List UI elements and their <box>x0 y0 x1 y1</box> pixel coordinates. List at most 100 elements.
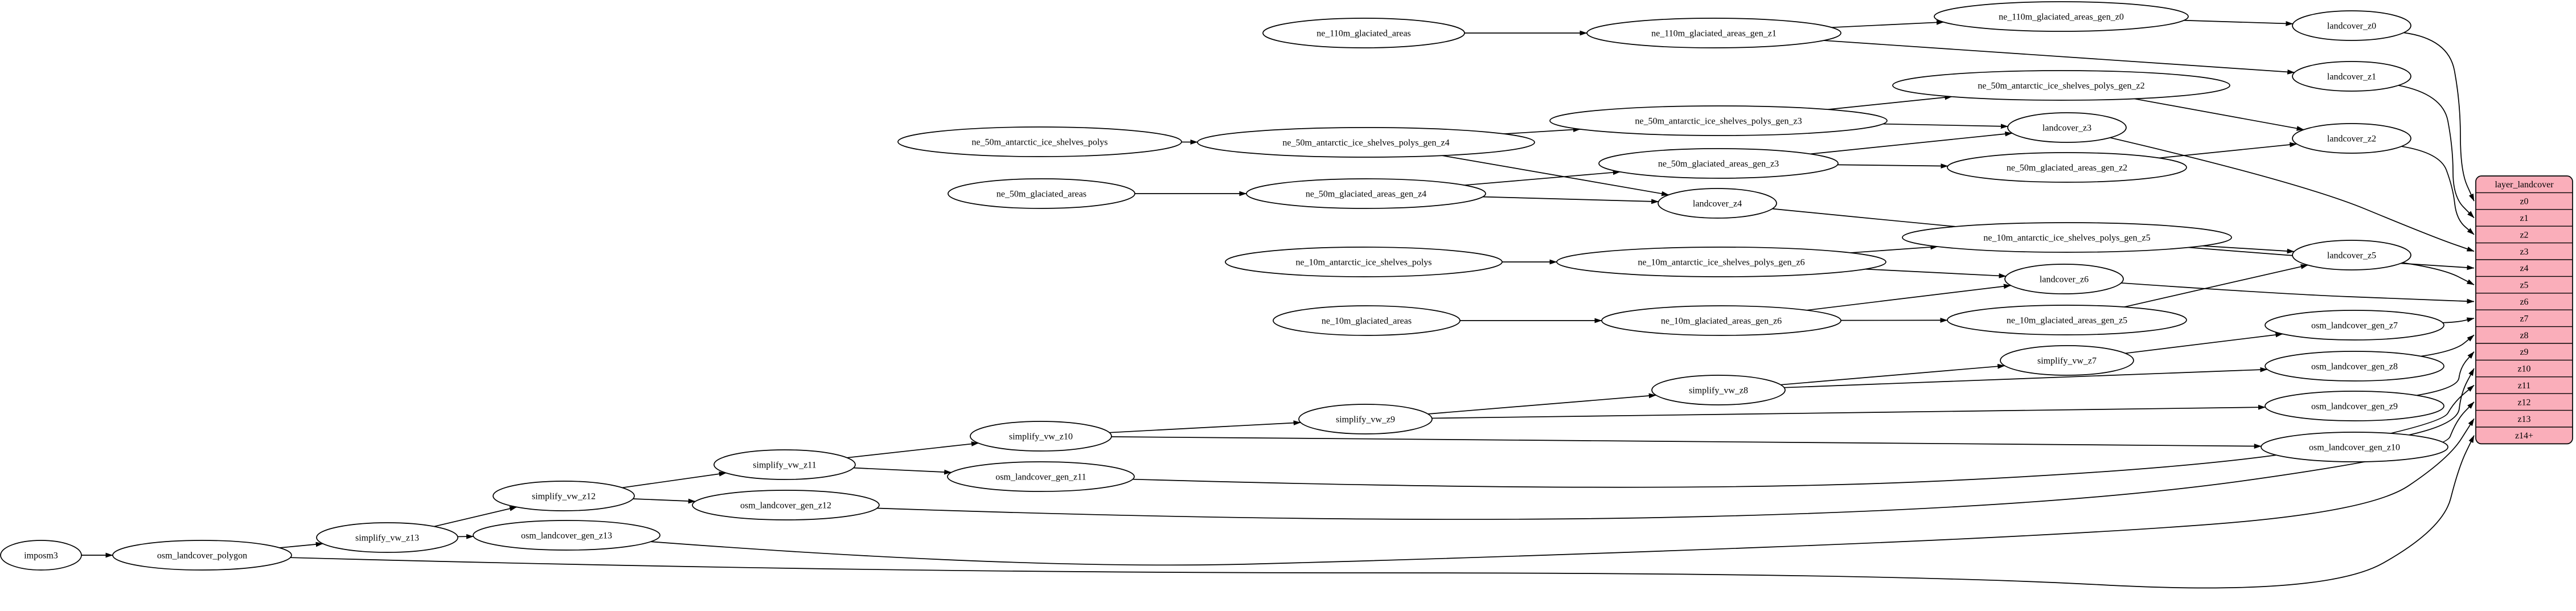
edge-landcover_z3-to-row-z3 <box>2110 137 2475 252</box>
node-ne_110m_glaciated_areas_gen_z1: ne_110m_glaciated_areas_gen_z1 <box>1586 18 1841 48</box>
edge-simplify_vw_z10-to-osm_landcover_gen_z10 <box>1111 436 2262 449</box>
table-row-z0: z0 <box>2520 197 2528 207</box>
edge-ne_50m_antarctic_ice_shelves_polys_gen_z2-to-landcover_z2 <box>2134 98 2304 131</box>
node-label-simplify_vw_z11: simplify_vw_z11 <box>753 461 816 470</box>
edge-ne_50m_glaciated_areas_gen_z2-to-landcover_z2 <box>2159 142 2298 159</box>
node-label-ne_110m_glaciated_areas_gen_z0: ne_110m_glaciated_areas_gen_z0 <box>1999 13 2124 22</box>
node-label-ne_50m_antarctic_ice_shelves_polys_gen_z3: ne_50m_antarctic_ice_shelves_polys_gen_z… <box>1635 117 1802 126</box>
node-simplify_vw_z11: simplify_vw_z11 <box>713 449 856 480</box>
node-ellipse-simplify_vw_z13 <box>316 522 458 553</box>
node-osm_landcover_gen_z11: osm_landcover_gen_z11 <box>947 461 1135 492</box>
edge-ne_50m_antarctic_ice_shelves_polys_gen_z3-to-landcover_z3 <box>1882 123 2008 129</box>
node-label-ne_10m_glaciated_areas_gen_z6: ne_10m_glaciated_areas_gen_z6 <box>1661 317 1782 326</box>
node-label-osm_landcover_polygon: osm_landcover_polygon <box>157 551 247 561</box>
table-row-z4: z4 <box>2520 264 2528 273</box>
node-ellipse-simplify_vw_z8 <box>1651 375 1786 405</box>
node-ellipse-ne_50m_antarctic_ice_shelves_polys_gen_z3 <box>1549 105 1888 136</box>
edge-simplify_vw_z10-to-simplify_vw_z9 <box>1109 420 1301 433</box>
node-label-simplify_vw_z7: simplify_vw_z7 <box>2037 356 2097 366</box>
edge-osm_landcover_gen_z11-to-row-z11 <box>1133 384 2475 488</box>
edge-landcover_z1-to-row-z1 <box>2398 85 2475 219</box>
edge-osm_landcover_gen_z9-to-row-z9 <box>2416 351 2475 396</box>
node-label-landcover_z6: landcover_z6 <box>2040 275 2089 285</box>
edges-layer <box>81 19 2475 589</box>
node-label-landcover_z0: landcover_z0 <box>2327 22 2376 31</box>
node-ne_110m_glaciated_areas_gen_z0: ne_110m_glaciated_areas_gen_z0 <box>1934 1 2189 32</box>
node-label-ne_50m_antarctic_ice_shelves_polys: ne_50m_antarctic_ice_shelves_polys <box>971 138 1107 147</box>
table-row-z1: z1 <box>2520 214 2528 223</box>
table-row-z14+: z14+ <box>2515 431 2533 441</box>
node-label-ne_10m_antarctic_ice_shelves_polys_gen_z6: ne_10m_antarctic_ice_shelves_polys_gen_z… <box>1638 258 1804 268</box>
node-label-ne_50m_glaciated_areas_gen_z2: ne_50m_glaciated_areas_gen_z2 <box>2007 163 2127 173</box>
node-ellipse-landcover_z1 <box>2292 61 2411 92</box>
node-osm_landcover_gen_z7: osm_landcover_gen_z7 <box>2265 310 2444 341</box>
node-label-landcover_z3: landcover_z3 <box>2042 124 2091 133</box>
node-ne_10m_glaciated_areas_gen_z5: ne_10m_glaciated_areas_gen_z5 <box>1947 305 2187 335</box>
edge-landcover_z5-to-row-z5 <box>2402 262 2475 285</box>
table-row-z8: z8 <box>2520 331 2528 341</box>
node-ellipse-landcover_z3 <box>2007 112 2127 143</box>
edge-osm_landcover_gen_z13-to-row-z13 <box>650 418 2475 566</box>
node-landcover_z6: landcover_z6 <box>2004 264 2124 294</box>
node-label-ne_50m_glaciated_areas: ne_50m_glaciated_areas <box>996 190 1086 199</box>
node-ellipse-ne_10m_glaciated_areas_gen_z6 <box>1601 305 1841 336</box>
edge-simplify_vw_z13-to-simplify_vw_z12 <box>434 506 518 527</box>
node-ne_50m_glaciated_areas_gen_z2: ne_50m_glaciated_areas_gen_z2 <box>1947 152 2187 183</box>
node-ellipse-ne_10m_antarctic_ice_shelves_polys <box>1225 247 1503 277</box>
node-label-ne_50m_antarctic_ice_shelves_polys_gen_z4: ne_50m_antarctic_ice_shelves_polys_gen_z… <box>1282 138 1449 148</box>
node-label-ne_10m_antarctic_ice_shelves_polys: ne_10m_antarctic_ice_shelves_polys <box>1295 258 1431 268</box>
node-label-ne_110m_glaciated_areas_gen_z1: ne_110m_glaciated_areas_gen_z1 <box>1651 29 1777 39</box>
edge-simplify_vw_z12-to-osm_landcover_gen_z12 <box>633 498 696 504</box>
table-layer-landcover: layer_landcoverz0z1z2z3z4z5z6z7z8z9z10z1… <box>2475 175 2573 445</box>
node-osm_landcover_polygon: osm_landcover_polygon <box>112 540 292 571</box>
node-ellipse-simplify_vw_z10 <box>970 421 1112 452</box>
node-label-simplify_vw_z10: simplify_vw_z10 <box>1009 432 1073 442</box>
edge-ne_10m_antarctic_ice_shelves_polys_gen_z6-to-ne_10m_antarctic_ice_shelves_polys_gen_z5 <box>1850 244 1938 253</box>
node-osm_landcover_gen_z10: osm_landcover_gen_z10 <box>2261 432 2448 462</box>
node-ellipse-landcover_z0 <box>2292 10 2411 41</box>
node-ellipse-osm_landcover_gen_z13 <box>473 520 661 551</box>
node-osm_landcover_gen_z13: osm_landcover_gen_z13 <box>473 520 661 551</box>
node-ne_10m_antarctic_ice_shelves_polys_gen_z6: ne_10m_antarctic_ice_shelves_polys_gen_z… <box>1556 247 1886 277</box>
edge-landcover_z0-to-row-z0 <box>2403 32 2475 202</box>
edge-ne_50m_glaciated_areas_gen_z4-to-ne_50m_glaciated_areas_gen_z3 <box>1464 170 1621 186</box>
node-ne_10m_antarctic_ice_shelves_polys_gen_z5: ne_10m_antarctic_ice_shelves_polys_gen_z… <box>1902 222 2232 253</box>
node-ellipse-ne_10m_glaciated_areas <box>1273 305 1461 336</box>
edge-ne_110m_glaciated_areas_gen_z1-to-landcover_z1 <box>1823 40 2295 75</box>
edge-ne_10m_glaciated_areas_gen_z6-to-landcover_z6 <box>1806 284 2011 311</box>
node-label-ne_10m_antarctic_ice_shelves_polys_gen_z5: ne_10m_antarctic_ice_shelves_polys_gen_z… <box>1983 233 2150 243</box>
edge-ne_10m_antarctic_ice_shelves_polys_gen_z6-to-landcover_z6 <box>1865 268 2007 278</box>
node-label-osm_landcover_gen_z7: osm_landcover_gen_z7 <box>2311 321 2398 331</box>
node-ellipse-osm_landcover_polygon <box>112 540 292 571</box>
node-label-simplify_vw_z13: simplify_vw_z13 <box>355 534 419 543</box>
node-ellipse-ne_50m_glaciated_areas <box>947 178 1135 209</box>
node-ne_50m_antarctic_ice_shelves_polys_gen_z2: ne_50m_antarctic_ice_shelves_polys_gen_z… <box>1892 70 2230 101</box>
edge-landcover_z6-to-row-z6 <box>2121 282 2475 304</box>
edge-landcover_z2-to-row-z2 <box>2401 146 2475 235</box>
edge-ne_10m_antarctic_ice_shelves_polys_gen_z5-to-landcover_z5 <box>2202 245 2295 254</box>
edge-ne_10m_glaciated_areas_gen_z5-to-landcover_z5 <box>2124 264 2308 307</box>
edge-simplify_vw_z8-to-simplify_vw_z7 <box>1781 363 2005 386</box>
edge-ne_50m_glaciated_areas_gen_z3-to-ne_50m_glaciated_areas_gen_z2 <box>1837 163 1949 169</box>
table-row-z10: z10 <box>2517 364 2530 374</box>
node-label-simplify_vw_z9: simplify_vw_z9 <box>1336 415 1395 425</box>
node-label-simplify_vw_z12: simplify_vw_z12 <box>532 492 596 502</box>
node-label-imposm3: imposm3 <box>24 551 58 561</box>
table-row-z5: z5 <box>2520 281 2528 290</box>
edge-simplify_vw_z9-to-simplify_vw_z8 <box>1428 393 1656 415</box>
node-imposm3: imposm3 <box>0 540 82 571</box>
edge-osm_landcover_polygon-to-row-z14+ <box>290 435 2475 589</box>
node-osm_landcover_gen_z12: osm_landcover_gen_z12 <box>692 490 880 520</box>
table-row-z3: z3 <box>2520 247 2528 257</box>
edge-osm_landcover_gen_z7-to-row-z7 <box>2442 317 2475 323</box>
node-label-osm_landcover_gen_z12: osm_landcover_gen_z12 <box>740 501 831 511</box>
node-label-landcover_z5: landcover_z5 <box>2327 251 2376 261</box>
node-simplify_vw_z9: simplify_vw_z9 <box>1298 404 1433 434</box>
node-ne_10m_glaciated_areas_gen_z6: ne_10m_glaciated_areas_gen_z6 <box>1601 305 1841 336</box>
node-ellipse-osm_landcover_gen_z11 <box>947 461 1135 492</box>
edge-simplify_vw_z11-to-osm_landcover_gen_z11 <box>854 467 952 475</box>
node-simplify_vw_z12: simplify_vw_z12 <box>493 481 635 511</box>
node-landcover_z4: landcover_z4 <box>1658 188 1777 219</box>
node-ellipse-osm_landcover_gen_z8 <box>2265 351 2444 382</box>
